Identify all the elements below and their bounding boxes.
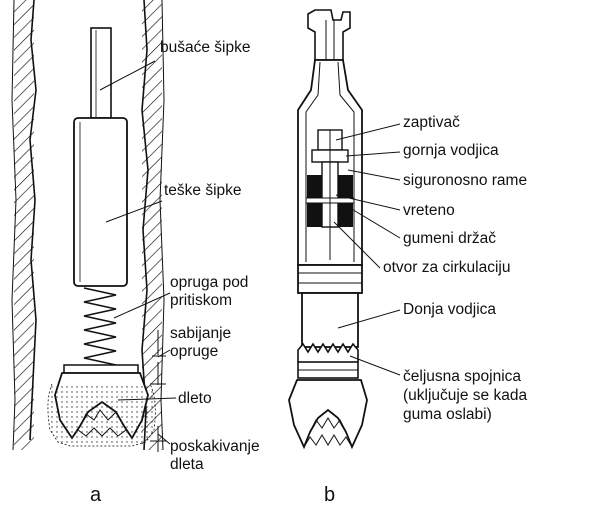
panel-a-leaders (99, 60, 177, 445)
compression-spring (83, 287, 117, 366)
label-spring-line-1: opruga pod (170, 274, 248, 291)
label-seal: zaptivač (403, 114, 460, 131)
drill-collar (73, 117, 128, 287)
label-clutch-line-2: (uključuje se kada (403, 387, 527, 404)
lower-guide (297, 264, 363, 348)
drill-bit (47, 364, 156, 447)
drill-pipe (90, 27, 112, 119)
borehole-wall-right (141, 0, 165, 451)
label-clutch-line-3: guma oslabi) (403, 406, 492, 423)
panel-b-leaders (333, 123, 401, 376)
label-circulation-hole: otvor za cirkulaciju (383, 259, 511, 276)
jaw-clutch (297, 342, 359, 379)
label-bit: dleto (178, 390, 212, 407)
label-drill-pipe: bušaće šipke (160, 39, 250, 56)
label-safety-shoulder: siguronosno rame (403, 172, 527, 189)
label-compression-line-2: opruge (170, 343, 218, 360)
label-bounce-line-1: poskakivanje (170, 438, 260, 455)
borehole-wall-left (11, 0, 37, 451)
drill-bit-b (288, 379, 368, 450)
caption-b: b (324, 484, 335, 506)
label-bounce-line-2: dleta (170, 456, 204, 473)
label-clutch-line-1: čeljusna spojnica (403, 368, 521, 385)
panel-b: zaptivač gornja vodjica siguronosno rame… (288, 9, 527, 506)
caption-a: a (90, 484, 102, 506)
label-compression-line-1: sabijanje (170, 325, 231, 342)
top-fitting (307, 9, 351, 61)
internal-mechanism (305, 129, 355, 260)
label-upper-guide: gornja vodjica (403, 142, 499, 159)
label-drill-collar: teške šipke (164, 182, 242, 199)
panel-a: bušaće šipke teške šipke opruga pod prit… (11, 0, 260, 506)
label-spindle: vreteno (403, 202, 455, 219)
label-lower-guide: Donja vodjica (403, 301, 496, 318)
label-spring-line-2: pritiskom (170, 292, 232, 309)
label-rubber-holder: gumeni držač (403, 230, 496, 247)
